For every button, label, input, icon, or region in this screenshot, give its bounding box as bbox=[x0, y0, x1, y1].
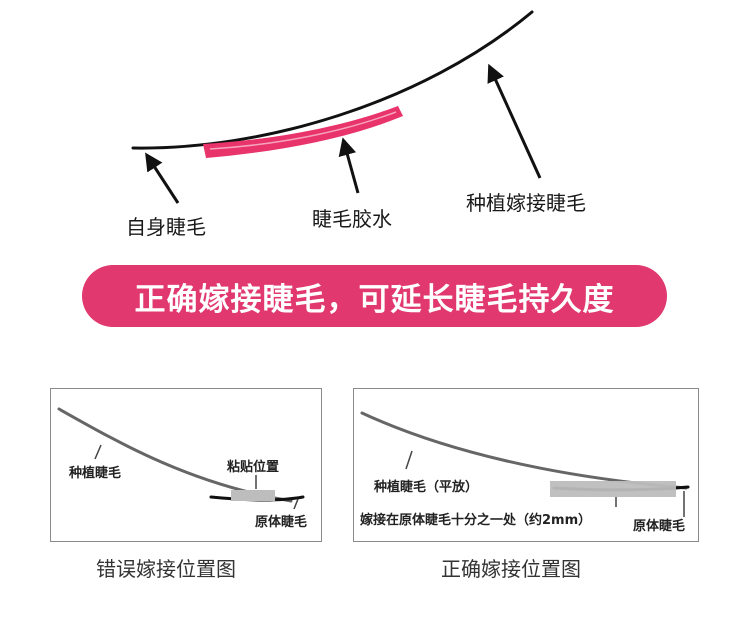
label-position-wrong: 粘贴位置 bbox=[227, 460, 280, 475]
caption-correct: 正确嫁接位置图 bbox=[441, 557, 581, 581]
label-natural-wrong: 原体睫毛 bbox=[255, 515, 308, 530]
eyelash-structure-diagram bbox=[131, 10, 542, 204]
pointer-extension-correct bbox=[405, 450, 413, 470]
pointer-extension-wrong bbox=[94, 444, 102, 460]
label-natural-correct: 原体睫毛 bbox=[633, 519, 686, 534]
arrow-natural bbox=[145, 152, 180, 204]
extension-lash-curve bbox=[131, 10, 534, 150]
correct-position-panel: 种植睫毛（平放） 嫁接在原体睫毛十分之一处（约2mm） 原体睫毛 bbox=[353, 388, 699, 542]
glue-zone-correct bbox=[550, 481, 676, 497]
headline-banner: 正确嫁接睫毛，可延长睫毛持久度 bbox=[82, 265, 667, 327]
label-extension-correct: 种植睫毛（平放） bbox=[374, 480, 479, 495]
label-extension-wrong: 种植睫毛 bbox=[69, 466, 122, 481]
caption-wrong: 错误嫁接位置图 bbox=[96, 557, 236, 581]
arrow-extension bbox=[487, 63, 542, 179]
glue-band-highlight bbox=[209, 111, 397, 150]
label-lash-glue: 睫毛胶水 bbox=[312, 207, 392, 231]
label-natural-lash: 自身睫毛 bbox=[126, 215, 206, 239]
arrow-glue bbox=[338, 137, 360, 194]
pointer-natural-wrong bbox=[293, 498, 299, 510]
label-note-correct: 嫁接在原体睫毛十分之一处（约2mm） bbox=[360, 513, 592, 528]
wrong-position-diagram bbox=[57, 407, 305, 510]
glue-zone-wrong bbox=[231, 490, 275, 501]
glue-band bbox=[203, 106, 403, 158]
banner-text: 正确嫁接睫毛，可延长睫毛持久度 bbox=[134, 281, 615, 318]
wrong-position-panel: 种植睫毛 粘贴位置 原体睫毛 bbox=[50, 388, 322, 542]
label-extension-lash: 种植嫁接睫毛 bbox=[466, 191, 586, 215]
correct-position-diagram bbox=[360, 411, 690, 517]
